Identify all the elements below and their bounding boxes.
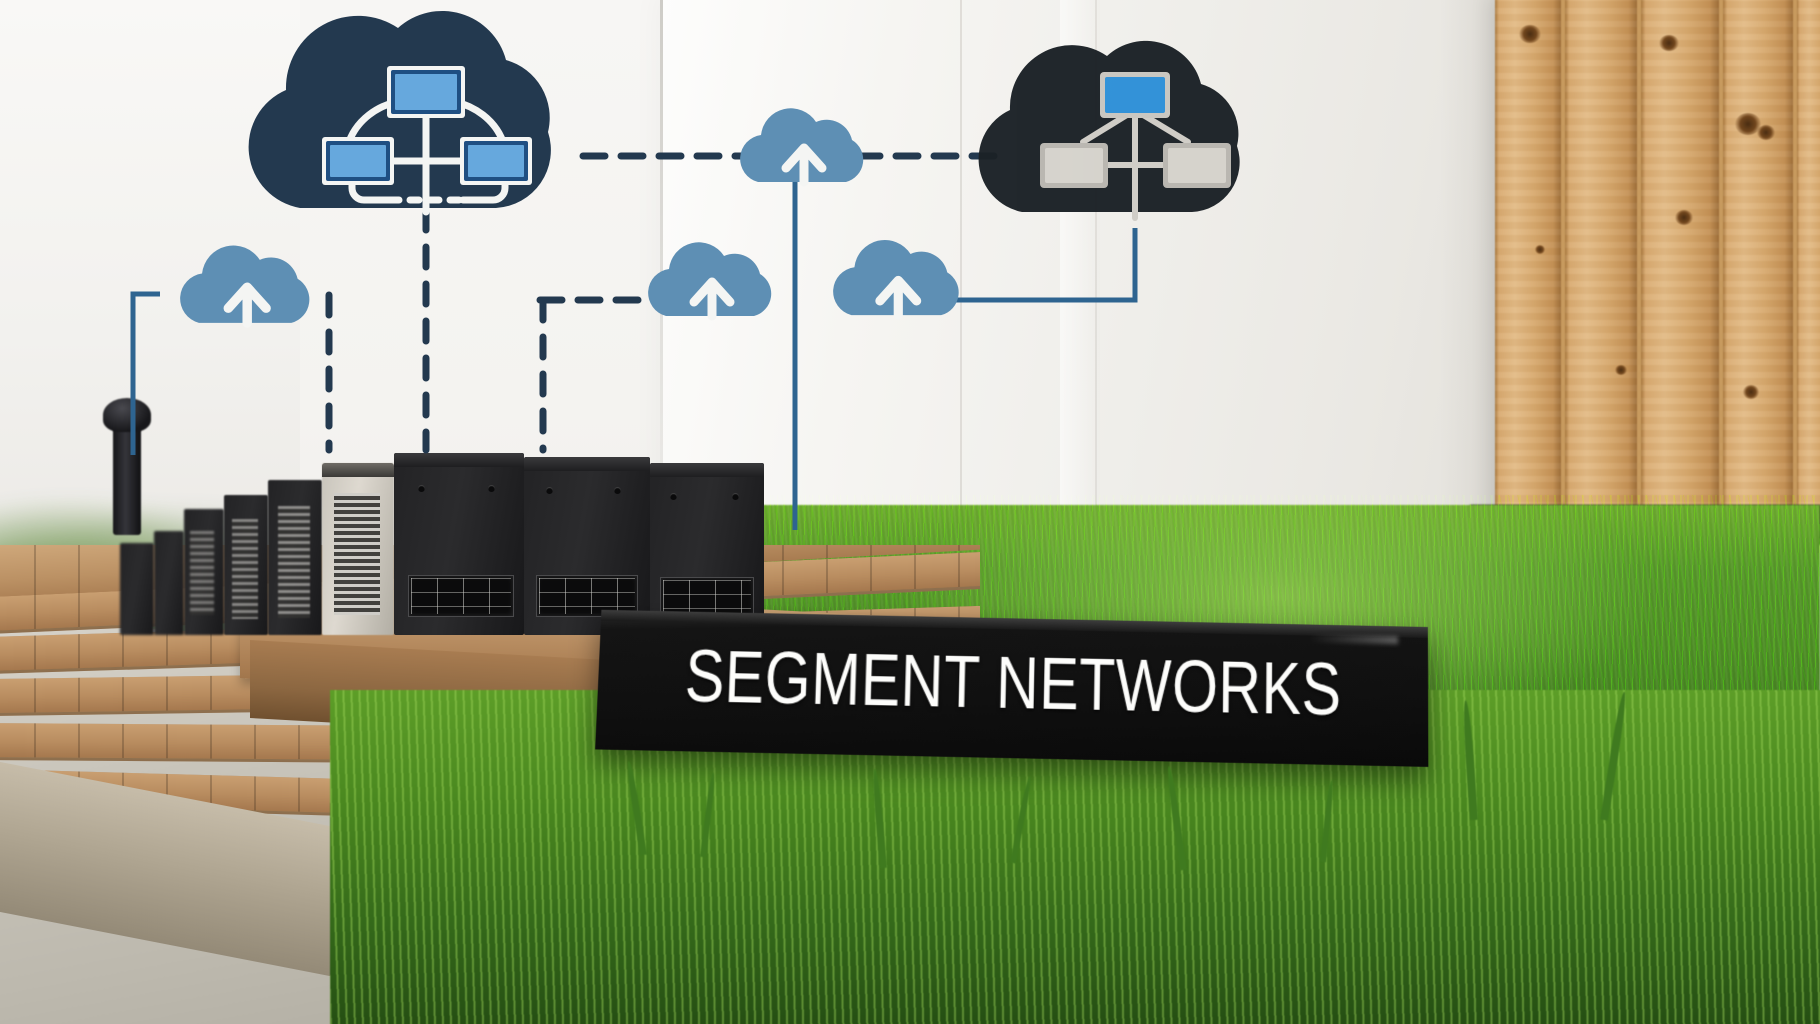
building-seam-1 xyxy=(960,0,962,630)
sign-title-text: SEGMENT NETWORKS xyxy=(683,634,1342,731)
server-unit xyxy=(120,543,154,635)
wood-knot xyxy=(1519,25,1541,43)
fence-plank xyxy=(1797,0,1820,535)
server-unit xyxy=(268,480,322,635)
wood-knot xyxy=(1757,125,1775,140)
wood-knot xyxy=(1535,245,1545,254)
server-unit xyxy=(524,457,650,635)
wood-knot xyxy=(1743,385,1759,399)
sign-highlight xyxy=(1308,634,1399,645)
wood-knot xyxy=(1659,35,1679,51)
fence-plank xyxy=(1565,0,1637,535)
fence-plank xyxy=(1495,0,1561,535)
wood-knot xyxy=(1735,113,1761,135)
server-unit xyxy=(154,531,184,635)
server-unit xyxy=(224,495,268,635)
server-rack xyxy=(110,415,764,635)
server-unit xyxy=(650,463,764,635)
wood-knot xyxy=(1675,210,1693,225)
server-unit-silver xyxy=(322,463,394,635)
segment-networks-sign: SEGMENT NETWORKS xyxy=(595,609,1429,767)
fence-plank xyxy=(1723,0,1793,535)
server-unit xyxy=(394,453,524,635)
vent-pipe-cap xyxy=(103,398,151,432)
fence-plank xyxy=(1641,0,1719,535)
wooden-fence xyxy=(1495,0,1820,535)
wood-knot xyxy=(1615,365,1627,375)
server-unit xyxy=(184,509,224,635)
